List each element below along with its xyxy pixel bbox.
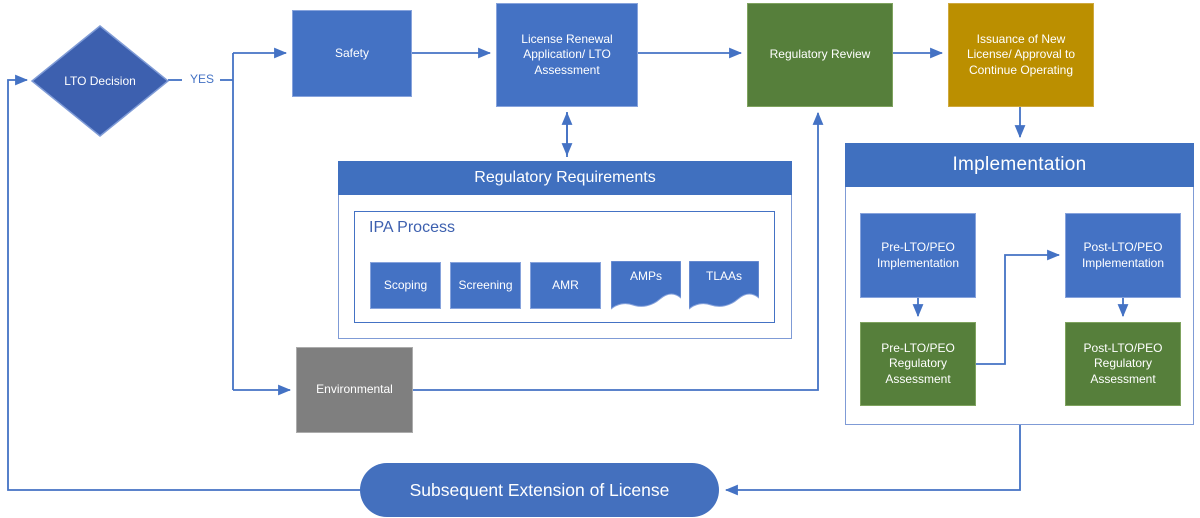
document-shape — [689, 261, 759, 310]
lto-decision-label: LTO Decision — [64, 74, 136, 88]
document-shape — [611, 261, 681, 310]
issuance-node: Issuance of New License/ Approval to Con… — [948, 3, 1094, 107]
ipa-step-scoping: Scoping — [370, 262, 441, 309]
diamond-shape — [30, 25, 170, 137]
regulatory-requirements-header: Regulatory Requirements — [338, 161, 792, 195]
environmental-node: Environmental — [296, 347, 413, 433]
subsequent-extension-node: Subsequent Extension of License — [360, 463, 719, 517]
ipa-step-amr: AMR — [530, 262, 601, 309]
connector-prereg-to-postimpl — [976, 249, 1061, 365]
regulatory-requirements-panel: Regulatory Requirements IPA Process — [338, 161, 792, 339]
connector-implementation-to-extension — [724, 425, 1021, 496]
post-lto-regulatory-assessment-node: Post-LTO/PEO Regulatory Assessment — [1065, 322, 1181, 406]
regulatory-review-node: Regulatory Review — [747, 3, 893, 107]
ipa-process-box: IPA Process — [354, 211, 775, 323]
safety-node: Safety — [292, 10, 412, 97]
ipa-step-tlaas: TLAAs — [689, 261, 759, 311]
ipa-step-screening: Screening — [450, 262, 521, 309]
connector-loop-to-decision — [7, 74, 360, 491]
implementation-header: Implementation — [845, 143, 1194, 187]
implementation-panel: Implementation — [845, 143, 1194, 425]
pre-lto-implementation-node: Pre-LTO/PEO Implementation — [860, 213, 976, 298]
license-renewal-node: License Renewal Application/ LTO Assessm… — [496, 3, 638, 107]
ipa-step-tlaas-label: TLAAs — [705, 269, 742, 283]
lto-decision-node: LTO Decision — [30, 24, 170, 138]
ipa-step-amps-label: AMPs — [629, 269, 662, 283]
yes-branch-label: YES — [189, 72, 214, 86]
post-lto-implementation-node: Post-LTO/PEO Implementation — [1065, 213, 1181, 298]
regulatory-requirements-title: Regulatory Requirements — [474, 169, 656, 186]
ipa-process-title: IPA Process — [369, 219, 455, 236]
implementation-title: Implementation — [952, 154, 1087, 175]
ipa-step-amps: AMPs — [611, 261, 681, 311]
pre-lto-regulatory-assessment-node: Pre-LTO/PEO Regulatory Assessment — [860, 322, 976, 406]
connector-environmental-to-review — [413, 111, 824, 391]
